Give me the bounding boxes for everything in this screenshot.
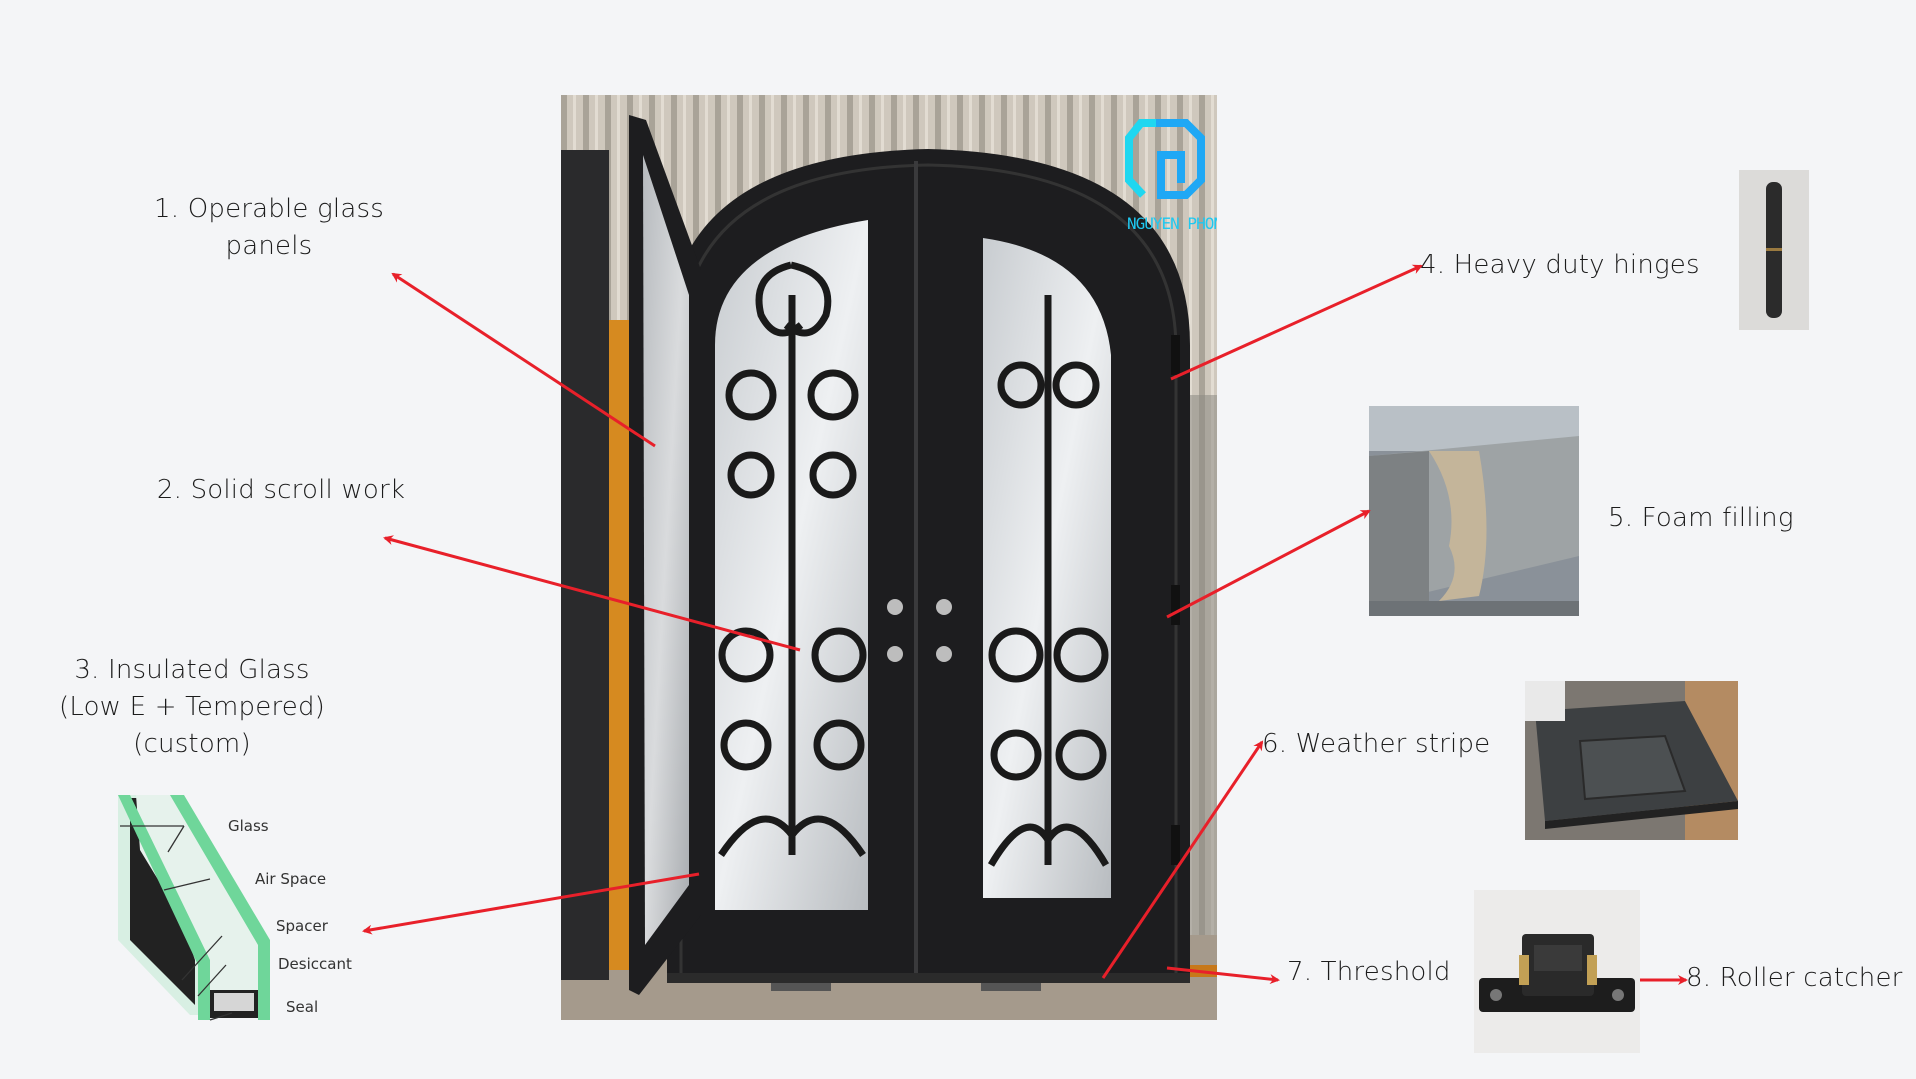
air-space-label: Air Space [255, 870, 326, 888]
roller-catcher-image [1474, 890, 1640, 1053]
label-foam-filling: 5. Foam filling [1608, 500, 1794, 537]
glass-label: Glass [228, 817, 269, 835]
arrow-foam-filling [1166, 509, 1371, 619]
label-solid-scroll-work: 2. Solid scroll work [157, 472, 405, 509]
desiccant-label: Desiccant [278, 955, 352, 973]
foam-filling-image [1369, 406, 1579, 616]
seal-label: Seal [286, 998, 318, 1016]
arrow-scroll-work [383, 535, 801, 652]
arrow-weather-stripe [1101, 740, 1264, 979]
label-line: 4. Heavy duty hinges [1420, 250, 1700, 280]
label-line: 3. Insulated Glass [74, 655, 310, 685]
arrow-hinges [1170, 264, 1423, 381]
label-heavy-duty-hinges: 4. Heavy duty hinges [1420, 247, 1700, 284]
label-weather-stripe: 6. Weather stripe [1262, 726, 1490, 763]
label-line: (Low E + Tempered) [59, 692, 325, 722]
door-photo: NGUYEN PHONG [561, 95, 1217, 1020]
label-line: 5. Foam filling [1608, 503, 1794, 533]
insulated-glass-diagram: Glass Air Space Spacer Desiccant Seal [118, 795, 352, 1021]
label-line: panels [225, 231, 313, 261]
label-line: 1. Operable glass [154, 194, 384, 224]
label-line: 8. Roller catcher [1686, 963, 1903, 993]
label-threshold: 7. Threshold [1287, 954, 1451, 991]
label-insulated-glass: 3. Insulated Glass (Low E + Tempered) (c… [59, 652, 325, 763]
label-line: 6. Weather stripe [1262, 729, 1491, 759]
label-operable-glass-panels: 1. Operable glass panels [154, 191, 384, 265]
hinge-image [1739, 170, 1809, 330]
arrow-operable-glass [391, 272, 656, 448]
label-line: (custom) [133, 729, 251, 759]
spacer-label: Spacer [276, 917, 329, 935]
door-locks [887, 599, 952, 662]
label-roller-catcher: 8. Roller catcher [1686, 960, 1903, 997]
label-line: 2. Solid scroll work [156, 475, 406, 505]
scroll-work [718, 261, 1110, 867]
weather-stripe-image [1525, 681, 1738, 840]
svg-text:NGUYEN PHONG: NGUYEN PHONG [1127, 214, 1217, 233]
label-line: 7. Threshold [1287, 957, 1451, 987]
nguyen-phong-logo: NGUYEN PHONG [1125, 119, 1217, 233]
arrow-insulated-glass [362, 872, 700, 935]
threshold [667, 973, 1190, 983]
hinges [1171, 335, 1180, 865]
arrow-threshold [1166, 966, 1280, 985]
